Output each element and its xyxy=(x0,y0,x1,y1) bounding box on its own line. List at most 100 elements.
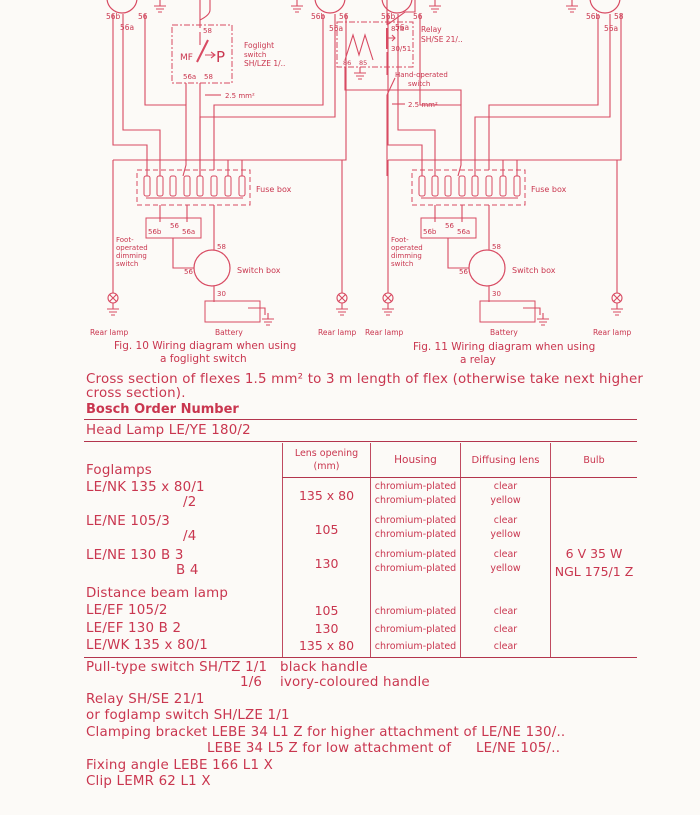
fuse-icon xyxy=(196,175,204,197)
lens-opening: 135 x 80 xyxy=(298,488,355,503)
terminal-label: 56b xyxy=(586,12,601,21)
switch-lever xyxy=(196,39,209,63)
ground-symbol xyxy=(537,313,549,326)
headlamp-right-icon xyxy=(589,0,621,14)
foot-switch-label: dimming xyxy=(116,252,147,260)
foglamp-model: LE/NE 130 B 3 xyxy=(86,548,184,563)
ground-symbol xyxy=(107,303,119,316)
foot-switch-label: switch xyxy=(116,260,138,268)
header-lens: Lens opening (mm) xyxy=(283,447,370,473)
fuse-icon xyxy=(444,175,452,197)
terminal-label: 56a xyxy=(183,73,196,81)
terminal-label: 56a xyxy=(182,228,195,236)
foot-switch-label: Foot- xyxy=(116,236,134,244)
fuse-icon xyxy=(458,175,466,197)
terminal-label: 58 xyxy=(204,73,213,81)
housing: chromium-plated xyxy=(374,623,457,635)
headlamp-left-icon xyxy=(106,0,138,14)
arrow-icon xyxy=(205,51,216,59)
foglamp-variant: /4 xyxy=(183,529,197,544)
relay-coil-icon xyxy=(344,33,374,61)
wire xyxy=(241,14,347,176)
clamping-bracket-2: LEBE 34 L5 Z for low attachment of xyxy=(207,741,452,756)
diffusing-lens: clear xyxy=(493,549,518,560)
terminal-label: 56a xyxy=(395,23,409,32)
fuse-icon xyxy=(210,175,218,197)
wire xyxy=(159,205,188,222)
header-lens-unit: (mm) xyxy=(313,461,340,472)
rear-lamp-label: Rear lamp xyxy=(318,328,357,337)
headlamp-right-icon xyxy=(314,0,346,14)
fuse-box-label: Fuse box xyxy=(256,185,292,194)
terminal-label: 56 xyxy=(138,12,148,21)
battery-label: Battery xyxy=(215,328,243,337)
terminal-label: 56 xyxy=(413,12,423,21)
clamping-bracket-2-model: LE/NE 105/.. xyxy=(476,741,561,756)
pull-variant: 1/6 xyxy=(240,675,263,690)
ground-symbol xyxy=(354,67,366,80)
ground-symbol xyxy=(566,0,578,13)
housing: chromium-plated xyxy=(374,515,457,526)
bulb-value: 6 V 35 W xyxy=(565,546,623,561)
bulb-model: NGL 175/1 Z xyxy=(554,564,634,579)
fuse-icon xyxy=(499,175,507,197)
clamping-bracket-1: Clamping bracket LEBE 34 L1 Z for higher… xyxy=(86,725,566,740)
hand-switch-label: Hand-operated xyxy=(395,71,448,79)
wire xyxy=(397,14,436,176)
relay-model: SH/SE 21/.. xyxy=(421,35,463,44)
fuse-icon xyxy=(169,175,177,197)
foglight-switch-box xyxy=(171,24,233,84)
lamp-cross xyxy=(109,294,117,302)
housing: chromium-plated xyxy=(374,549,457,560)
fuse-icon xyxy=(485,175,493,197)
fixing-angle: Fixing angle LEBE 166 L1 X xyxy=(86,758,273,773)
terminal-label: 56 xyxy=(445,222,454,230)
wire xyxy=(434,205,463,222)
fig10-caption-2: a foglight switch xyxy=(160,353,247,365)
terminal-label: 56b xyxy=(148,228,162,236)
lens-opening: 105 xyxy=(314,522,339,537)
foot-switch-label: Foot- xyxy=(391,236,409,244)
lamp-cross xyxy=(338,294,346,302)
header-bulb: Bulb xyxy=(583,455,605,466)
header-divider xyxy=(282,477,637,479)
foglight-switch-model: SH/LZE 1/.. xyxy=(244,59,285,68)
wire xyxy=(388,159,618,293)
fuse-icon xyxy=(143,175,151,197)
header-lens-label: Lens opening xyxy=(294,448,359,459)
terminal-label: 58 xyxy=(614,12,624,21)
ground-symbol xyxy=(611,303,623,316)
wire xyxy=(344,67,462,105)
foot-switch-label: operated xyxy=(116,244,148,252)
diffusing-lens: yellow xyxy=(490,563,521,574)
wire xyxy=(523,307,541,315)
wire xyxy=(113,159,343,293)
diffusing-lens: yellow xyxy=(490,529,521,540)
ivory-handle: ivory-coloured handle xyxy=(280,675,430,690)
black-handle: black handle xyxy=(280,660,368,675)
wire xyxy=(447,238,469,269)
diffusing-lens: clear xyxy=(493,515,518,526)
wire xyxy=(122,14,161,176)
diffusing-lens: yellow xyxy=(490,495,521,506)
terminal-label: 56 xyxy=(339,12,349,21)
fuse-box xyxy=(136,169,251,206)
distance-lamp-model: LE/WK 135 x 80/1 xyxy=(86,638,208,653)
p-label: P xyxy=(216,48,225,66)
wire xyxy=(213,14,324,170)
terminal-label: 56 xyxy=(184,268,193,276)
fuse-box xyxy=(411,169,526,206)
terminal-label: 30 xyxy=(217,290,226,298)
header-housing: Housing xyxy=(394,454,437,466)
switch-box xyxy=(193,249,231,287)
arrow-icon xyxy=(387,34,396,42)
col-divider xyxy=(460,443,462,657)
foglight-switch-label: switch xyxy=(244,51,266,59)
terminal-label: 56a xyxy=(120,23,134,32)
housing: chromium-plated xyxy=(374,495,457,506)
divider xyxy=(84,441,637,443)
wire xyxy=(172,238,194,269)
housing: chromium-plated xyxy=(374,606,457,617)
foglamp-switch-text: or foglamp switch SH/LZE 1/1 xyxy=(86,708,290,723)
